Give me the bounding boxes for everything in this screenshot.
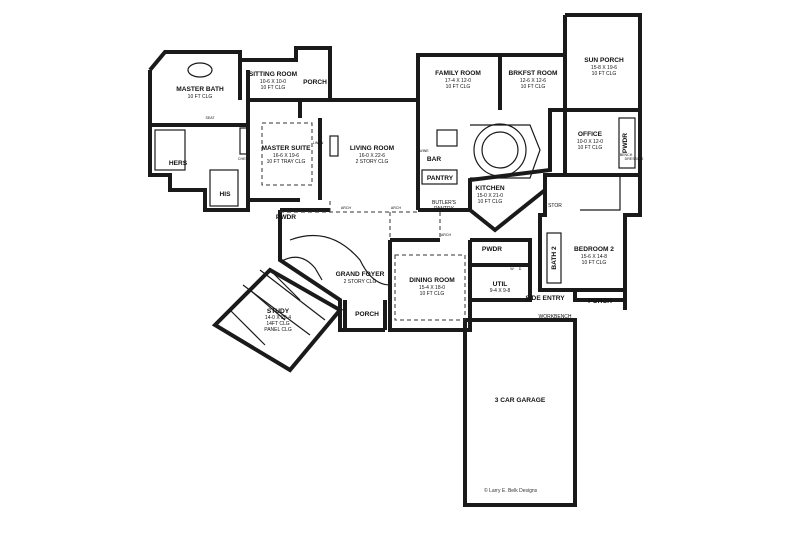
sitting-room-label: SITTING ROOM <box>249 71 298 78</box>
porch-top-label: PORCH <box>303 79 327 86</box>
kitchen-dim: 15-0 X 21-0 <box>477 193 503 199</box>
sitting-room-dim: 10-6 X 10-0 <box>260 79 286 85</box>
util-label: UTIL <box>493 281 508 288</box>
study-clg: 14FT CLG <box>266 321 289 327</box>
interior-details <box>154 62 636 346</box>
grand-foyer-label: GRAND FOYER <box>336 271 385 278</box>
his-label: HIS <box>220 191 232 198</box>
arch-label-2: ARCH <box>391 206 402 210</box>
exterior-walls <box>148 13 642 507</box>
side-entry-label: SIDE ENTRY <box>525 295 565 302</box>
dryer-label: D <box>519 267 522 271</box>
designer-credit: © Larry E. Belk Designs <box>484 487 538 494</box>
bar-label: BAR <box>427 156 442 163</box>
grand-foyer-clg: 2 STORY CLG <box>344 279 377 285</box>
living-room-clg: 2 STORY CLG <box>356 159 389 165</box>
chest-label: CHEST <box>238 157 251 161</box>
master-bath-dim: 10 FT CLG <box>188 94 213 100</box>
washer-label: W <box>510 267 514 271</box>
family-room-label: FAMILY ROOM <box>435 70 481 77</box>
butlers-pantry-label: BUTLER'S <box>432 200 457 206</box>
util-pwdr-label: PWDR <box>482 246 502 253</box>
bath2-label: BATH 2 <box>551 246 558 270</box>
bench-label: BENCH <box>620 153 633 157</box>
study-panel: PANEL CLG <box>264 327 292 333</box>
arch-label: ARCH <box>341 206 352 210</box>
master-suite-clg: 10 FT TRAY CLG <box>267 159 306 165</box>
family-room-dim: 17-4 X 12-0 <box>445 78 471 84</box>
living-room-label: LIVING ROOM <box>350 145 395 152</box>
master-bath-label: MASTER BATH <box>176 86 224 93</box>
front-porch-label: PORCH <box>355 311 379 318</box>
brkfst-room-dim: 12-6 X 12-6 <box>520 78 546 84</box>
seat-label: SEAT <box>205 116 215 120</box>
dining-room-clg: 10 FT CLG <box>420 291 445 297</box>
family-room-clg: 10 FT CLG <box>446 84 471 90</box>
room-labels: MASTER BATH 10 FT CLG SITTING ROOM 10-6 … <box>169 57 629 404</box>
office-dim: 10-0 X 12-0 <box>577 139 603 145</box>
side-porch-label: PORCH <box>588 298 612 305</box>
util-dim: 9-4 X 9-8 <box>490 288 511 294</box>
sun-porch-label: SUN PORCH <box>584 57 624 64</box>
bedroom2-dim: 15-6 X 14-8 <box>581 254 607 260</box>
kitchen-clg: 10 FT CLG <box>478 199 503 205</box>
sun-porch-clg: 10 FT CLG <box>592 71 617 77</box>
living-room-dim: 16-0 X 22-6 <box>359 153 385 159</box>
kitchen-label: KITCHEN <box>475 185 505 192</box>
garage-label: 3 CAR GARAGE <box>495 397 546 404</box>
foyer-pwdr-label: PWDR <box>276 214 296 221</box>
brkfst-room-clg: 10 FT CLG <box>521 84 546 90</box>
office-label: OFFICE <box>578 131 603 138</box>
wine-label: WINE <box>419 149 429 153</box>
sitting-room-clg: 10 FT CLG <box>261 85 286 91</box>
butlers-pantry-label2: PANTRY <box>434 206 454 212</box>
minor-labels: ARCH ARCH ARCH SEAT CHEST WINE LINEN DRE… <box>205 116 643 271</box>
pantry-label: PANTRY <box>427 175 454 182</box>
stor-label: STOR <box>548 203 562 209</box>
arch-label-3: ARCH <box>441 233 452 237</box>
sun-porch-dim: 15-8 X 19-6 <box>591 65 617 71</box>
master-suite-dim: 16-6 X 19-6 <box>273 153 299 159</box>
office-clg: 10 FT CLG <box>578 145 603 151</box>
dining-room-label: DINING ROOM <box>409 277 455 284</box>
bedroom2-label: BEDROOM 2 <box>574 246 614 253</box>
study-dim: 14-0 X 20-4 <box>265 315 291 321</box>
study-label: STUDY <box>267 308 290 315</box>
workbench-label: WORKBENCH <box>538 314 571 320</box>
hers-label: HERS <box>169 160 188 167</box>
dining-room-dim: 15-4 X 18-0 <box>419 285 445 291</box>
office-pwdr-label: PWDR <box>622 133 629 153</box>
master-suite-label: MASTER SUITE <box>261 145 311 152</box>
dressing-label: DRESSING <box>625 157 644 161</box>
bedroom2-clg: 10 FT CLG <box>582 260 607 266</box>
brkfst-room-label: BRKFST ROOM <box>508 70 558 77</box>
linen-label: LINEN <box>313 141 324 145</box>
